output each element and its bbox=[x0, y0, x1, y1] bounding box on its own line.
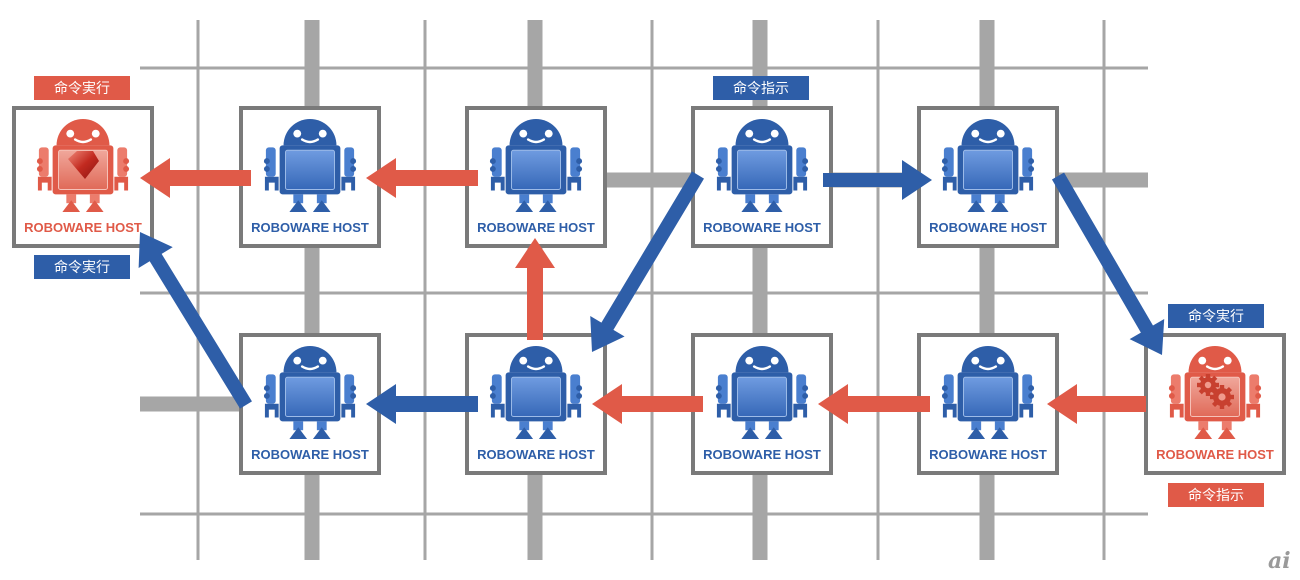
tag-label: 命令指示 bbox=[1188, 487, 1244, 504]
instruction-tag: 命令指示 bbox=[1168, 483, 1264, 507]
host-label: ROBOWARE HOST bbox=[1156, 447, 1274, 462]
host-label: ROBOWARE HOST bbox=[703, 447, 821, 462]
host-node: ROBOWARE HOST bbox=[239, 333, 381, 475]
host-node: ROBOWARE HOST bbox=[465, 106, 607, 248]
instruction-tag: 命令実行 bbox=[1168, 304, 1264, 328]
host-label: ROBOWARE HOST bbox=[251, 447, 369, 462]
host-label: ROBOWARE HOST bbox=[477, 447, 595, 462]
host-label: ROBOWARE HOST bbox=[703, 220, 821, 235]
host-label: ROBOWARE HOST bbox=[251, 220, 369, 235]
tag-background bbox=[1168, 304, 1264, 328]
red-arrow bbox=[1047, 384, 1146, 424]
blue-arrow bbox=[138, 232, 252, 409]
host-node: ROBOWARE HOST bbox=[917, 333, 1059, 475]
host-label: ROBOWARE HOST bbox=[929, 447, 1047, 462]
tag-label: 命令実行 bbox=[1188, 308, 1244, 325]
host-node: ROBOWARE HOST bbox=[691, 106, 833, 248]
host-node: ROBOWARE HOST bbox=[239, 106, 381, 248]
host-label: ROBOWARE HOST bbox=[24, 220, 142, 235]
tag-background bbox=[1168, 483, 1264, 507]
host-label: ROBOWARE HOST bbox=[929, 220, 1047, 235]
ruby-gem-icon bbox=[68, 151, 99, 179]
tag-label: 命令実行 bbox=[54, 259, 110, 276]
red-arrow bbox=[515, 238, 555, 340]
tag-background bbox=[34, 76, 130, 100]
host-node: ROBOWARE HOST bbox=[1144, 333, 1286, 475]
watermark-logo: ai bbox=[1268, 548, 1291, 574]
red-arrow bbox=[818, 384, 930, 424]
tag-background bbox=[34, 255, 130, 279]
hosts: ROBOWARE HOST ROBOWARE HOST ROBOWARE HOST R… bbox=[12, 106, 1286, 475]
tag-label: 命令実行 bbox=[54, 80, 110, 97]
blue-arrow bbox=[366, 384, 478, 424]
instruction-tag: 命令指示 bbox=[713, 76, 809, 100]
host-node: ROBOWARE HOST bbox=[691, 333, 833, 475]
grid bbox=[140, 20, 1148, 560]
red-arrow bbox=[140, 158, 251, 198]
gears-icon bbox=[1197, 374, 1234, 409]
tag-label: 命令指示 bbox=[733, 80, 789, 97]
red-arrow bbox=[592, 384, 703, 424]
host-node: ROBOWARE HOST bbox=[465, 333, 607, 475]
blue-arrow bbox=[823, 160, 932, 200]
red-arrow bbox=[366, 158, 478, 198]
blue-arrow bbox=[590, 171, 705, 352]
blue-arrow bbox=[1051, 172, 1165, 355]
arrows bbox=[138, 158, 1165, 424]
host-node: ROBOWARE HOST bbox=[12, 106, 154, 248]
host-label: ROBOWARE HOST bbox=[477, 220, 595, 235]
tag-background bbox=[713, 76, 809, 100]
instruction-tag: 命令実行 bbox=[34, 76, 130, 100]
instruction-tag: 命令実行 bbox=[34, 255, 130, 279]
host-node: ROBOWARE HOST bbox=[917, 106, 1059, 248]
